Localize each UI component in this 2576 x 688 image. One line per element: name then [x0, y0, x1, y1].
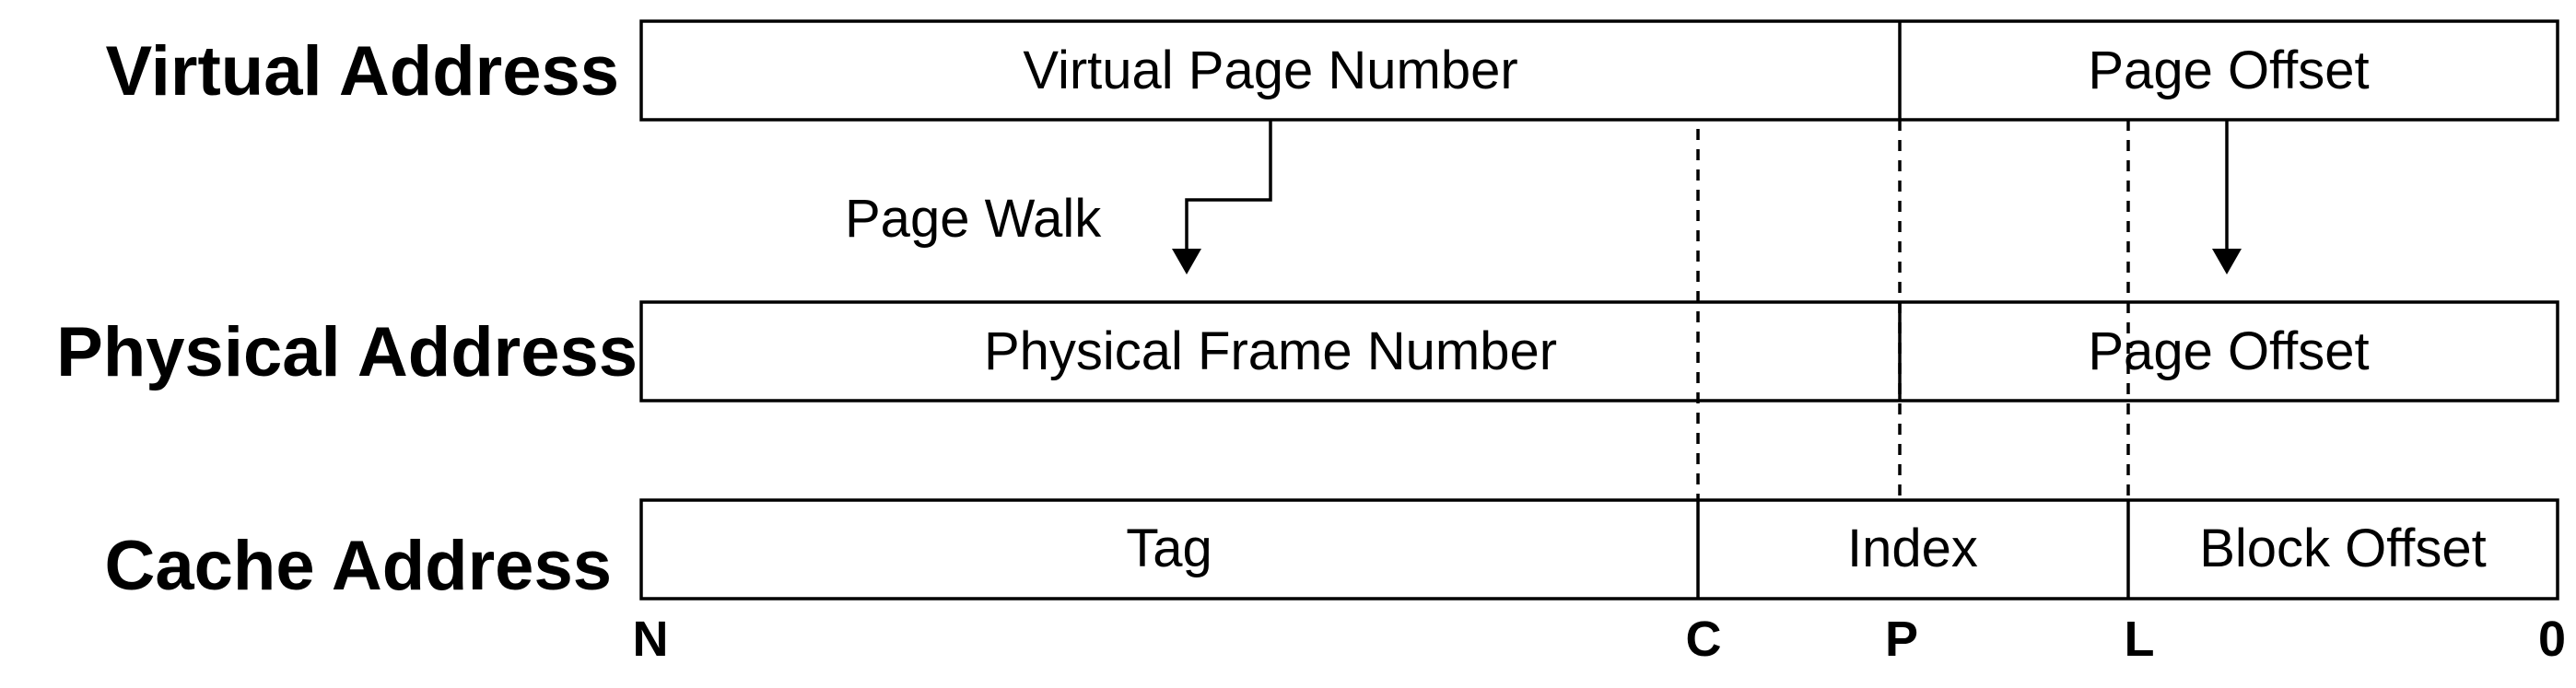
- bit-marker-n: N: [633, 612, 669, 667]
- page-offset-arrowhead: [2212, 249, 2242, 274]
- page-walk-arrow: [1172, 120, 1272, 274]
- cache-address-label: Cache Address: [104, 527, 612, 605]
- page-walk-label: Page Walk: [845, 189, 1102, 249]
- physical-address-row: Physical Frame Number Page Offset: [639, 300, 2559, 402]
- cache-address-box: [639, 498, 2559, 601]
- virtual-address-label: Virtual Address: [105, 32, 619, 111]
- virtual-address-box: [639, 19, 2559, 122]
- virtual-page-number-field: Virtual Page Number: [1023, 41, 1517, 100]
- physical-address-box: [639, 300, 2559, 402]
- bit-marker-l: L: [2125, 612, 2155, 667]
- page-walk-arrowhead: [1172, 249, 1201, 274]
- cache-block-offset-field: Block Offset: [2199, 519, 2487, 578]
- physical-frame-number-field: Physical Frame Number: [984, 321, 1557, 381]
- bit-marker-p: P: [1885, 612, 1918, 667]
- page-offset-arrow: [2212, 120, 2242, 274]
- physical-address-label: Physical Address: [56, 313, 638, 391]
- bit-marker-0: 0: [2538, 612, 2566, 667]
- cache-tag-field: Tag: [1126, 519, 1212, 578]
- cache-address-row: Tag Index Block Offset: [639, 498, 2559, 601]
- physical-page-offset-field: Page Offset: [2088, 321, 2369, 381]
- bit-marker-c: C: [1686, 612, 1722, 667]
- cache-index-field: Index: [1847, 519, 1978, 578]
- virtual-address-row: Virtual Page Number Page Offset: [639, 19, 2559, 122]
- virtual-page-offset-field: Page Offset: [2088, 41, 2369, 100]
